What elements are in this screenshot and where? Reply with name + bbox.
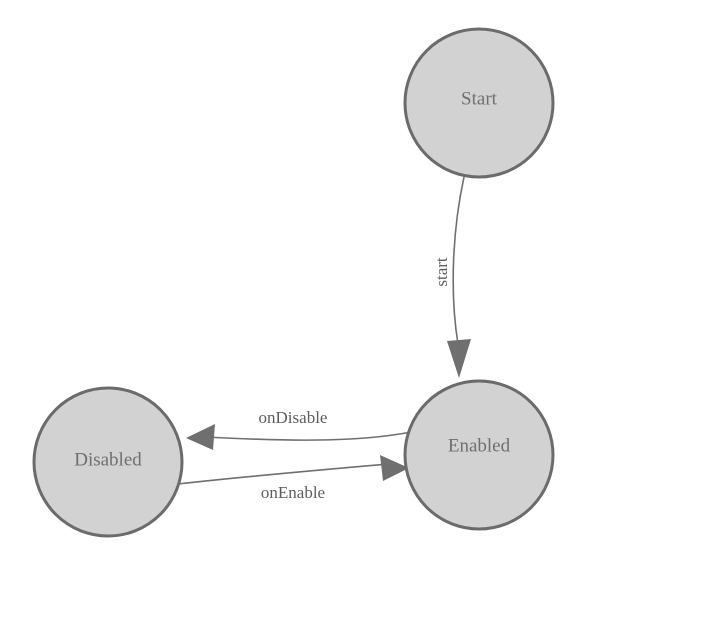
edge-enabled-to-disabled-path <box>204 431 412 441</box>
node-start-label: Start <box>461 88 498 109</box>
edge-start-to-enabled-arrowhead <box>447 339 471 378</box>
node-start-circle <box>403 27 555 179</box>
edge-enabled-to-disabled[interactable]: onDisable <box>186 408 412 450</box>
edge-label-ondisable: onDisable <box>259 408 328 427</box>
edge-enabled-to-disabled-arrowhead <box>186 424 215 450</box>
node-enabled[interactable]: Enabled <box>403 379 555 531</box>
node-disabled-label: Disabled <box>74 449 142 470</box>
edge-label-onenable: onEnable <box>261 483 325 502</box>
edge-disabled-to-enabled-path <box>177 463 389 485</box>
node-disabled-circle <box>32 386 184 538</box>
edge-disabled-to-enabled-arrowhead <box>380 455 409 481</box>
edge-label-start: start <box>432 257 451 287</box>
node-disabled[interactable]: Disabled <box>32 386 184 538</box>
edge-start-to-enabled[interactable]: start <box>432 176 471 378</box>
edge-start-to-enabled-path <box>452 176 465 345</box>
node-enabled-circle <box>403 379 555 531</box>
node-enabled-label: Enabled <box>448 435 511 456</box>
edge-disabled-to-enabled[interactable]: onEnable <box>177 455 409 502</box>
node-start[interactable]: Start <box>403 27 555 179</box>
